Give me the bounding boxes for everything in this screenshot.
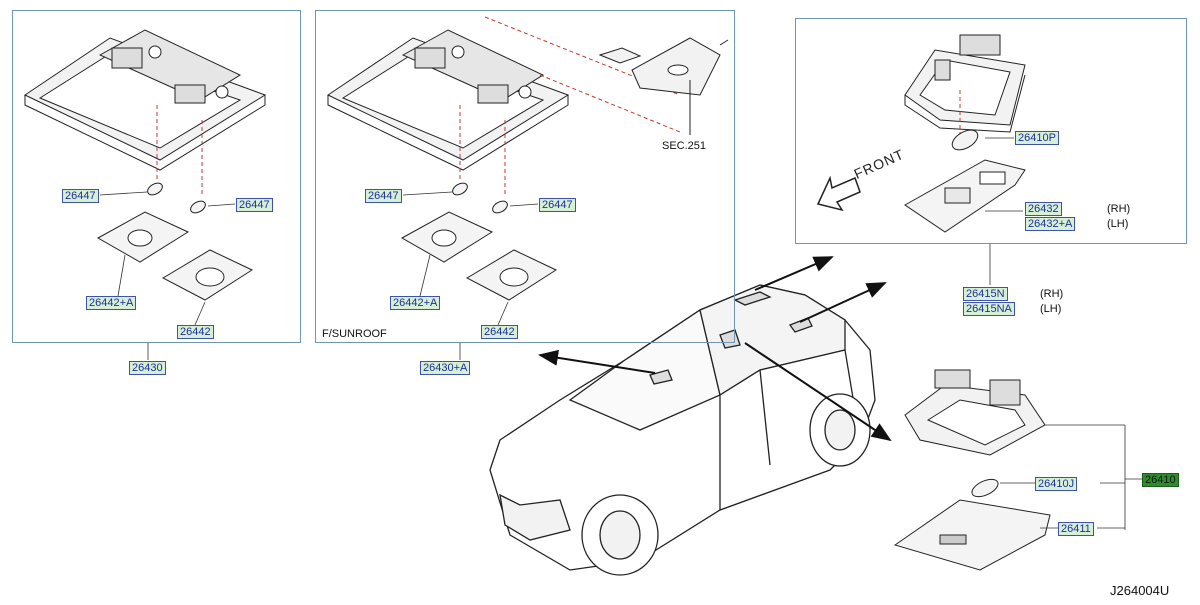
part-label-bulb-left-sunroof[interactable]: 26447 bbox=[365, 189, 402, 203]
part-label-cargo-lamp[interactable]: 26410 bbox=[1142, 473, 1179, 487]
map-lamp-housing bbox=[23, 29, 267, 171]
part-label-lens-lh[interactable]: 26442+A bbox=[86, 296, 137, 310]
panel-vanity-lamp bbox=[795, 18, 1187, 244]
part-label-lens-rh-sunroof[interactable]: 26442 bbox=[481, 325, 518, 339]
part-label-bulb-left[interactable]: 26447 bbox=[62, 189, 99, 203]
diagram-code: J264004U bbox=[1110, 583, 1170, 598]
panel-map-lamp bbox=[12, 10, 301, 343]
part-label-vanity-bulb[interactable]: 26410P bbox=[1015, 131, 1059, 145]
part-label-cargo-lens[interactable]: 26411 bbox=[1058, 522, 1094, 536]
sunroof-variant-note: F/SUNROOF bbox=[322, 328, 387, 340]
part-label-lens-rh[interactable]: 26442 bbox=[177, 325, 214, 339]
panel-sunroof-map-lamp bbox=[315, 10, 735, 343]
lh-note: (LH) bbox=[1107, 218, 1129, 230]
section-reference[interactable]: SEC.251 bbox=[662, 140, 707, 152]
part-label-vanity-lens-lh[interactable]: 26432+A bbox=[1025, 217, 1076, 231]
part-label-lens-lh-sunroof[interactable]: 26442+A bbox=[390, 296, 441, 310]
sunroof-switch bbox=[598, 37, 729, 135]
rh-note: (RH) bbox=[1107, 203, 1131, 215]
part-label-assembly-sunroof[interactable]: 26430+A bbox=[420, 361, 471, 375]
part-label-bulb-right[interactable]: 26447 bbox=[236, 198, 273, 212]
part-label-vanity-lens-rh[interactable]: 26432 bbox=[1025, 202, 1062, 216]
part-label-vanity-lamp-rh[interactable]: 26415N bbox=[963, 287, 1008, 301]
part-label-cargo-bulb[interactable]: 26410J bbox=[1035, 477, 1078, 491]
vanity-rh-note: (RH) bbox=[1040, 288, 1064, 300]
front-arrow bbox=[816, 175, 861, 212]
part-label-assembly[interactable]: 26430 bbox=[129, 361, 166, 375]
part-label-vanity-lamp-lh[interactable]: 26415NA bbox=[963, 302, 1015, 316]
vehicle-illustration bbox=[489, 284, 876, 576]
part-label-bulb-right-sunroof[interactable]: 26447 bbox=[539, 198, 576, 212]
vanity-lh-note: (LH) bbox=[1040, 303, 1062, 315]
